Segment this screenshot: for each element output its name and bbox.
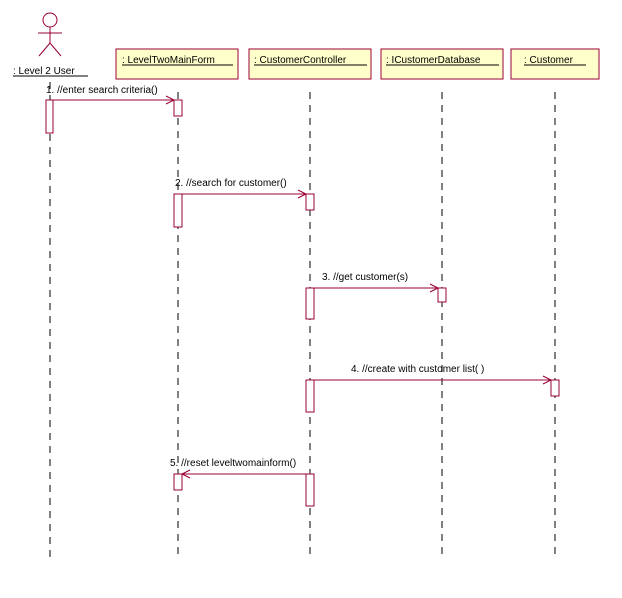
actor-head xyxy=(42,12,58,28)
activation-customer-1 xyxy=(550,379,560,397)
activation-form-2 xyxy=(173,193,183,228)
activation-controller-4 xyxy=(305,473,315,507)
object-label-leveltwomainform: : LevelTwoMainForm xyxy=(122,55,215,66)
message-label-5: 5. //reset leveltwomainform() xyxy=(170,458,296,469)
actor-right-leg xyxy=(49,42,62,57)
activation-controller-3 xyxy=(305,379,315,413)
object-label-customer: : Customer xyxy=(524,55,574,66)
activation-controller-1 xyxy=(305,193,315,211)
actor-level-2-user xyxy=(38,12,62,57)
object-label-icustomerdatabase: : ICustomerDatabase xyxy=(386,55,481,66)
arrowhead-3-icon xyxy=(429,283,440,293)
object-box-customercontroller[interactable]: : CustomerController xyxy=(248,48,372,80)
message-label-1: 1. //enter search criteria() xyxy=(46,85,158,96)
object-box-customer[interactable]: : Customer xyxy=(510,48,600,80)
activation-form-3 xyxy=(173,473,183,491)
message-label-4: 4. //create with customer list( ) xyxy=(351,364,484,375)
object-label-customercontroller: : CustomerController xyxy=(254,55,347,66)
arrowhead-5-icon xyxy=(180,469,191,479)
activation-db-1 xyxy=(437,287,447,303)
activation-controller-2 xyxy=(305,287,315,320)
message-label-3: 3. //get customer(s) xyxy=(322,272,408,283)
actor-label: : Level 2 User xyxy=(13,66,75,77)
activation-user-1 xyxy=(45,99,54,134)
object-box-leveltwomainform[interactable]: : LevelTwoMainForm xyxy=(115,48,239,80)
arrowhead-2-icon xyxy=(297,189,308,199)
object-box-icustomerdatabase[interactable]: : ICustomerDatabase xyxy=(380,48,504,80)
arrowhead-1-icon xyxy=(165,95,176,105)
message-label-2: 2. //search for customer() xyxy=(175,178,287,189)
arrowhead-4-icon xyxy=(542,375,553,385)
actor-left-leg xyxy=(38,42,51,57)
activation-form-1 xyxy=(173,99,183,117)
